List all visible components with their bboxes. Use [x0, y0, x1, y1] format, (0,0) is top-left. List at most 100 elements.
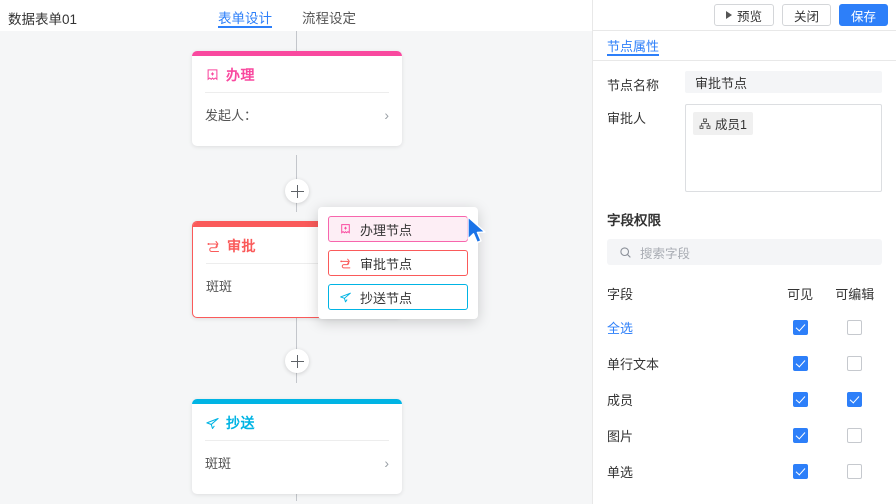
properties-panel: 预览 关闭 保存 节点属性 节点名称 审批节点 审批人 [592, 0, 896, 504]
checkbox-visible[interactable] [792, 427, 808, 443]
node-name-value: 审批节点 [695, 75, 748, 91]
checkbox-editable[interactable] [847, 355, 863, 371]
node-header: 办理 [192, 56, 402, 92]
permissions-table: 字段 可见 可编辑 全选 单行文本 成员 [607, 277, 882, 489]
node-divider [205, 440, 389, 441]
menu-item-handle-node[interactable]: 办理节点 [328, 216, 468, 242]
cc-node-icon [339, 291, 352, 304]
tab-bar: 表单设计 流程设定 [218, 0, 356, 31]
node-title: 审批 [227, 238, 256, 254]
checkbox-visible[interactable] [792, 355, 808, 371]
mouse-cursor [466, 216, 492, 246]
tab-form-design[interactable]: 表单设计 [218, 0, 272, 28]
chevron-right-icon: › [384, 106, 389, 123]
preview-button[interactable]: 预览 [713, 4, 774, 26]
approver-tag-label: 成员1 [715, 118, 747, 132]
checkbox-visible[interactable] [792, 319, 808, 335]
approve-node-icon [206, 239, 221, 254]
org-chart-icon [699, 118, 711, 130]
save-button[interactable]: 保存 [838, 4, 888, 26]
node-color-bar [193, 222, 401, 227]
table-header-row: 字段 可见 可编辑 [607, 277, 882, 309]
cell-visible [773, 391, 828, 407]
close-label: 关闭 [793, 9, 819, 24]
checkbox-editable[interactable] [847, 319, 863, 335]
node-body[interactable]: 斑斑 › [192, 441, 402, 494]
menu-item-label: 办理节点 [360, 222, 413, 238]
field-permissions-title: 字段权限 [607, 213, 661, 228]
cell-visible [773, 427, 828, 443]
cell-visible [773, 319, 828, 335]
top-bar: 数据表单01 表单设计 流程设定 [0, 0, 592, 32]
node-color-bar [192, 399, 402, 404]
flow-node-cc[interactable]: 抄送 斑斑 › [192, 399, 402, 494]
checkbox-visible[interactable] [792, 463, 808, 479]
cell-editable [827, 391, 882, 407]
handle-node-icon [205, 68, 220, 83]
row-label: 单行文本 [607, 356, 660, 372]
node-name-label: 节点名称 [607, 78, 660, 93]
node-value: 发起人： [205, 108, 258, 123]
connector-line-top [296, 31, 297, 53]
form-title: 数据表单01 [8, 12, 78, 27]
row-label: 图片 [607, 428, 634, 444]
table-row: 全选 [607, 309, 882, 345]
add-node-button-1[interactable] [285, 179, 309, 203]
node-value: 斑斑 [205, 456, 232, 471]
handle-node-icon [339, 223, 352, 236]
save-label: 保存 [850, 9, 876, 24]
node-value: 斑斑 [206, 279, 233, 294]
node-body[interactable]: 发起人： › [192, 93, 402, 146]
close-button[interactable]: 关闭 [781, 4, 831, 26]
checkbox-visible[interactable] [792, 391, 808, 407]
cell-editable [827, 427, 882, 443]
approver-tag[interactable]: 成员1 [693, 112, 753, 135]
menu-item-approve-node[interactable]: 审批节点 [328, 250, 468, 276]
node-header: 抄送 [192, 404, 402, 440]
row-label: 单选 [607, 464, 634, 480]
cell-editable [827, 355, 882, 371]
field-row-node-name: 节点名称 审批节点 [593, 61, 896, 94]
approver-label: 审批人 [607, 111, 647, 126]
flow-node-handle[interactable]: 办理 发起人： › [192, 51, 402, 146]
table-row: 单行文本 [607, 345, 882, 381]
row-label-select-all[interactable]: 全选 [607, 320, 634, 336]
left-pane: 数据表单01 表单设计 流程设定 [0, 0, 592, 504]
node-divider [206, 263, 388, 264]
node-title: 办理 [226, 67, 255, 83]
flow-canvas[interactable]: 办理 发起人： › [0, 31, 592, 504]
node-divider [205, 92, 389, 93]
cell-visible [773, 463, 828, 479]
panel-action-bar: 预览 关闭 保存 [593, 0, 896, 31]
field-row-approver: 审批人 成员1 [593, 94, 896, 192]
node-name-input[interactable]: 审批节点 [685, 71, 882, 93]
plus-icon [290, 354, 304, 368]
add-node-button-2[interactable] [285, 349, 309, 373]
checkbox-editable[interactable] [847, 463, 863, 479]
cc-node-icon [205, 416, 220, 431]
approver-box[interactable]: 成员1 [685, 104, 882, 192]
node-color-bar [192, 51, 402, 56]
field-permissions-section: 字段权限 搜索字段 字段 可见 可编辑 全选 [593, 209, 896, 489]
panel-tab-bar: 节点属性 [593, 31, 896, 61]
menu-item-label: 审批节点 [360, 256, 413, 272]
menu-item-label: 抄送节点 [360, 290, 413, 306]
node-type-menu[interactable]: 办理节点 审批节点 [318, 207, 478, 319]
table-row: 图片 [607, 417, 882, 453]
tab-flow-settings[interactable]: 流程设定 [302, 11, 356, 26]
approve-node-icon [339, 257, 352, 270]
table-row: 单选 [607, 453, 882, 489]
tab-node-properties[interactable]: 节点属性 [607, 31, 660, 56]
cell-editable [827, 463, 882, 479]
preview-label: 预览 [736, 9, 762, 24]
search-icon [619, 246, 632, 259]
checkbox-editable[interactable] [847, 427, 863, 443]
checkbox-editable[interactable] [847, 391, 863, 407]
node-title: 抄送 [226, 415, 255, 431]
cell-editable [827, 319, 882, 335]
table-row: 成员 [607, 381, 882, 417]
field-search-input[interactable]: 搜索字段 [607, 239, 882, 265]
menu-item-cc-node[interactable]: 抄送节点 [328, 284, 468, 310]
row-label: 成员 [607, 392, 634, 408]
